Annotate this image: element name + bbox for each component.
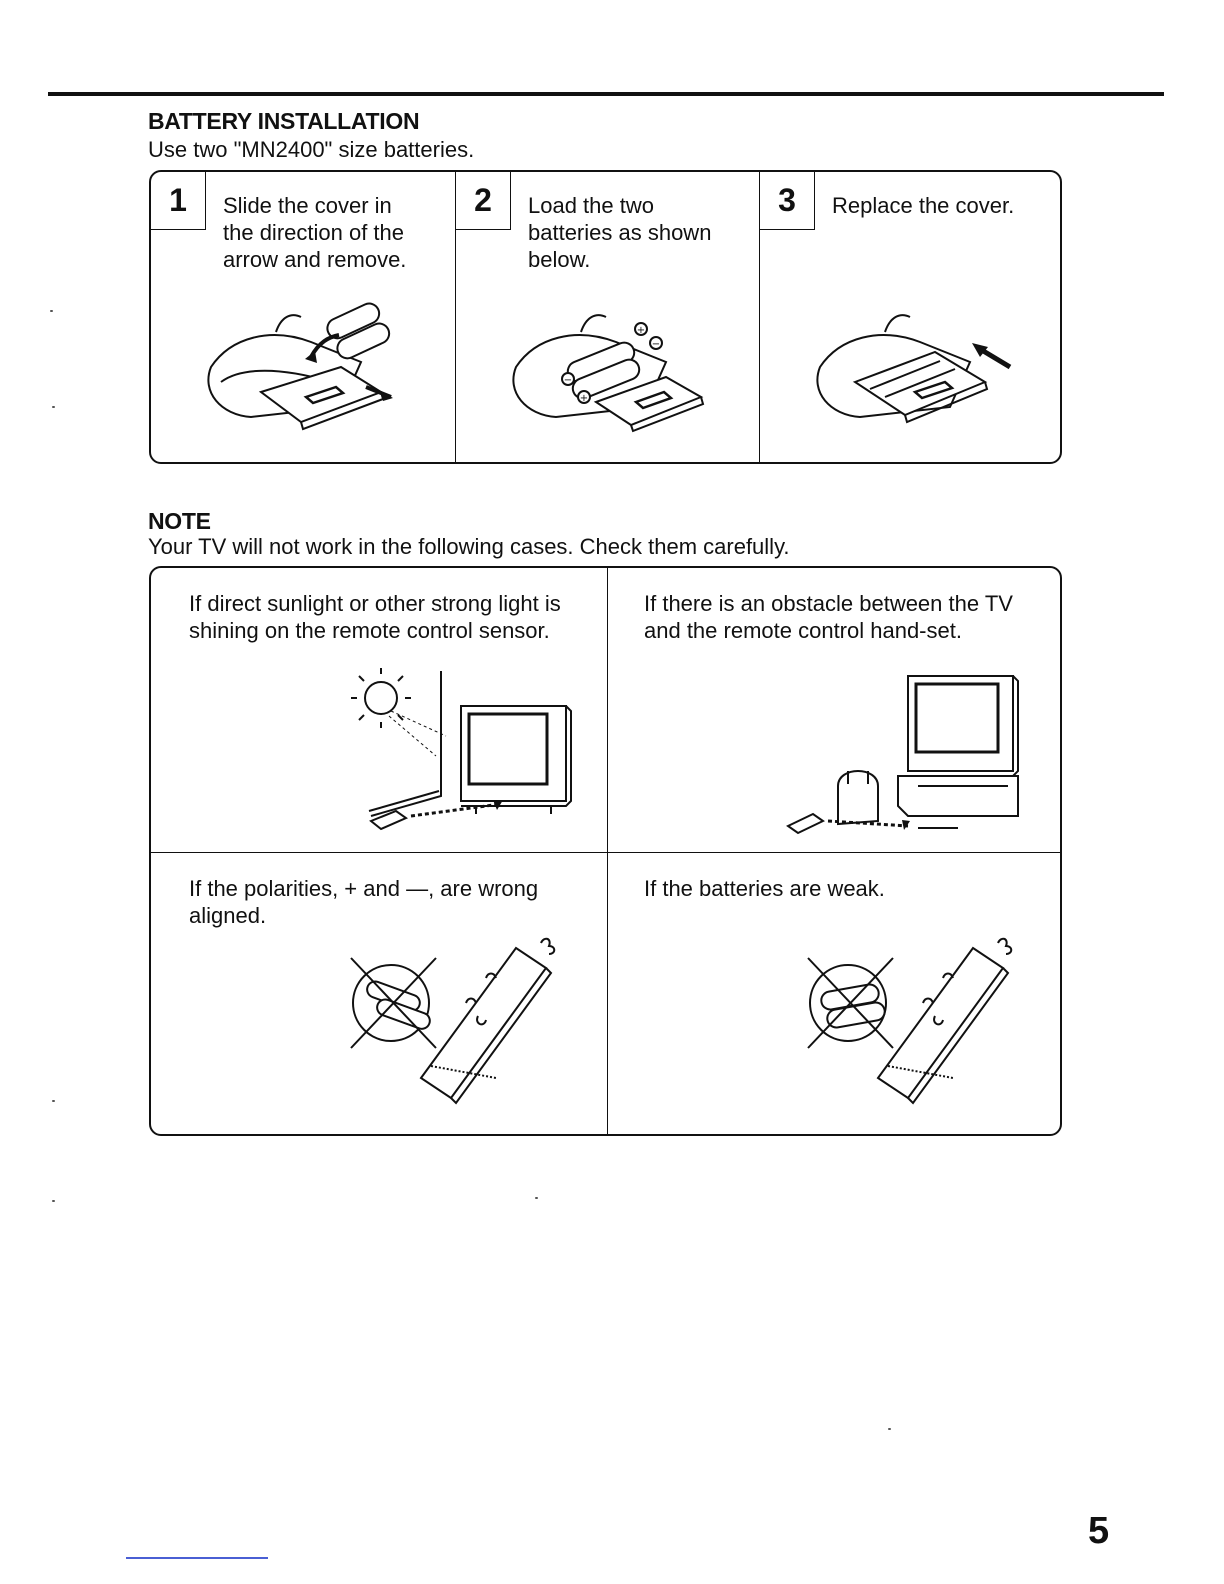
case-text: If the batteries are weak. [644,876,885,901]
replace-cover-illustration [816,314,1012,424]
weak-batteries-illustration [807,937,1013,1105]
battery-installation-intro: Use two "MN2400" size batteries. [148,137,475,162]
step-number: 2 [456,172,511,230]
remove-cover-illustration [207,302,393,431]
bottom-underline [126,1557,268,1559]
load-batteries-illustration: +− −+ [512,314,705,433]
case-text: If there is an obstacle between the TV a… [644,591,1013,643]
case-obstacle: If there is an obstacle between the TV a… [607,568,1060,852]
step-1: 1 Slide the cover in the direction of th… [151,172,455,462]
step-text: Replace the cover. [832,193,1015,218]
svg-text:−: − [652,339,660,350]
battery-steps-panel: 1 Slide the cover in the direction of th… [149,170,1062,464]
scan-speck [52,406,55,408]
case-polarities: If the polarities, + and —, are wrong al… [151,852,607,1134]
note-intro: Your TV will not work in the following c… [148,534,790,559]
scan-speck [52,1200,55,1202]
scan-speck [888,1428,891,1430]
top-rule [48,92,1164,96]
step-text: Slide the cover in the direction of the … [223,193,407,272]
sunlight-on-sensor-illustration [351,668,572,831]
svg-text:−: − [564,375,572,386]
step-2: 2 Load the two batteries as shown below.… [455,172,759,462]
step-number: 1 [151,172,206,230]
case-text: If the polarities, + and —, are wrong al… [189,876,539,928]
case-text: If direct sunlight or other strong light… [189,591,561,643]
note-heading: NOTE [148,508,211,534]
case-sunlight: If direct sunlight or other strong light… [151,568,607,852]
note-cases-panel: If direct sunlight or other strong light… [149,566,1062,1136]
case-weak-batteries: If the batteries are weak. [607,852,1060,1134]
obstacle-between-tv-and-remote-illustration [786,675,1019,835]
scan-speck [535,1197,538,1199]
battery-installation-heading: BATTERY INSTALLATION [148,108,420,134]
wrong-polarity-illustration [350,937,556,1105]
svg-text:+: + [637,325,645,336]
page-number: 5 [1088,1510,1110,1552]
scan-speck [52,1100,55,1102]
step-number: 3 [760,172,815,230]
scan-speck [50,310,53,312]
step-3: 3 Replace the cover. [759,172,1060,462]
step-text: Load the two batteries as shown below. [528,193,712,272]
svg-text:+: + [580,393,588,404]
